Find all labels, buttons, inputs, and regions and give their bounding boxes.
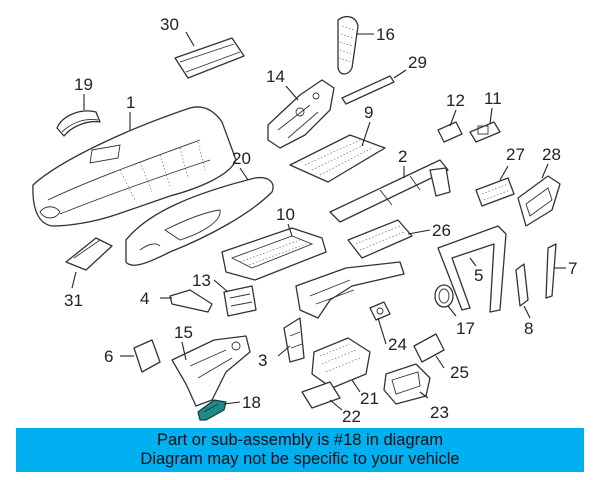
banner-line-disclaimer: Diagram may not be specific to your vehi… [140,450,460,468]
part-27-side-vent [475,177,515,207]
part-8-support-bracket [515,263,529,307]
part-11-clip [469,121,501,143]
callout-19: 19 [74,75,93,94]
callout-29: 29 [408,53,427,72]
center-console-assembly [295,261,405,319]
callout-21: 21 [360,389,379,408]
callout-26: 26 [432,221,451,240]
callout-5: 5 [474,266,483,285]
callout-6: 6 [104,347,113,366]
part-9-cover-panel [289,134,386,183]
callout-16: 16 [376,25,395,44]
part-10-console-frame [221,227,327,281]
callout-22: 22 [342,407,361,426]
leader-lines [71,31,566,411]
part-22-cover [301,381,341,409]
part-25-module [413,333,445,363]
part-21-console-box [311,337,371,389]
callout-3: 3 [258,351,267,370]
callout-23: 23 [430,403,449,422]
callout-11: 11 [484,89,502,108]
callout-9: 9 [364,103,373,122]
part-4-bracket [169,289,213,313]
part-31-mounting-bracket [65,237,113,271]
part-3-lower-bracket [283,317,305,363]
part-26-vent-unit [347,219,413,259]
part-17-ring [434,284,454,308]
part-16-vent-grille [337,15,359,75]
callout-31: 31 [64,291,83,310]
callout-15: 15 [174,323,193,342]
part-13-switch-panel [223,285,257,317]
part-24-connector [369,301,391,321]
callout-4: 4 [140,289,149,308]
callout-14: 14 [266,67,285,86]
part-28-trim-bezel [517,175,561,227]
callout-13: 13 [192,271,211,290]
callout-12: 12 [446,91,465,110]
info-banner: Part or sub-assembly is #18 in diagram D… [16,428,584,472]
part-18-highlighted [197,399,227,421]
callout-1: 1 [126,93,135,112]
part-15-knee-bolster [171,335,251,407]
part-5-frame [437,225,507,313]
callout-27: 27 [506,145,525,164]
callout-25: 25 [450,363,469,382]
callout-20: 20 [232,149,251,168]
callout-18: 18 [242,393,261,412]
part-1-instrument-panel [32,106,237,227]
part-23-tray [383,363,431,405]
callout-10: 10 [276,205,295,224]
callout-30: 30 [160,15,179,34]
part-20-lower-panel [125,176,274,266]
callout-24: 24 [388,335,407,354]
part-7-rod [545,243,557,299]
callout-7: 7 [568,259,577,278]
callout-28: 28 [542,145,561,164]
part-6-bracket [133,339,161,373]
callout-8: 8 [524,319,533,338]
part-30-glove-box [174,37,245,79]
callout-17: 17 [456,319,475,338]
part-29-trim-strip [341,75,395,105]
callout-2: 2 [398,147,407,166]
part-19-meter-hood [56,110,101,137]
callout-numbers: 1 2 3 4 5 6 7 8 9 10 11 12 13 14 15 16 1… [64,15,577,426]
banner-line-part-number: Part or sub-assembly is #18 in diagram [156,431,444,449]
part-14-side-bracket [267,79,335,149]
part-2-reinforcement-beam [329,159,451,223]
